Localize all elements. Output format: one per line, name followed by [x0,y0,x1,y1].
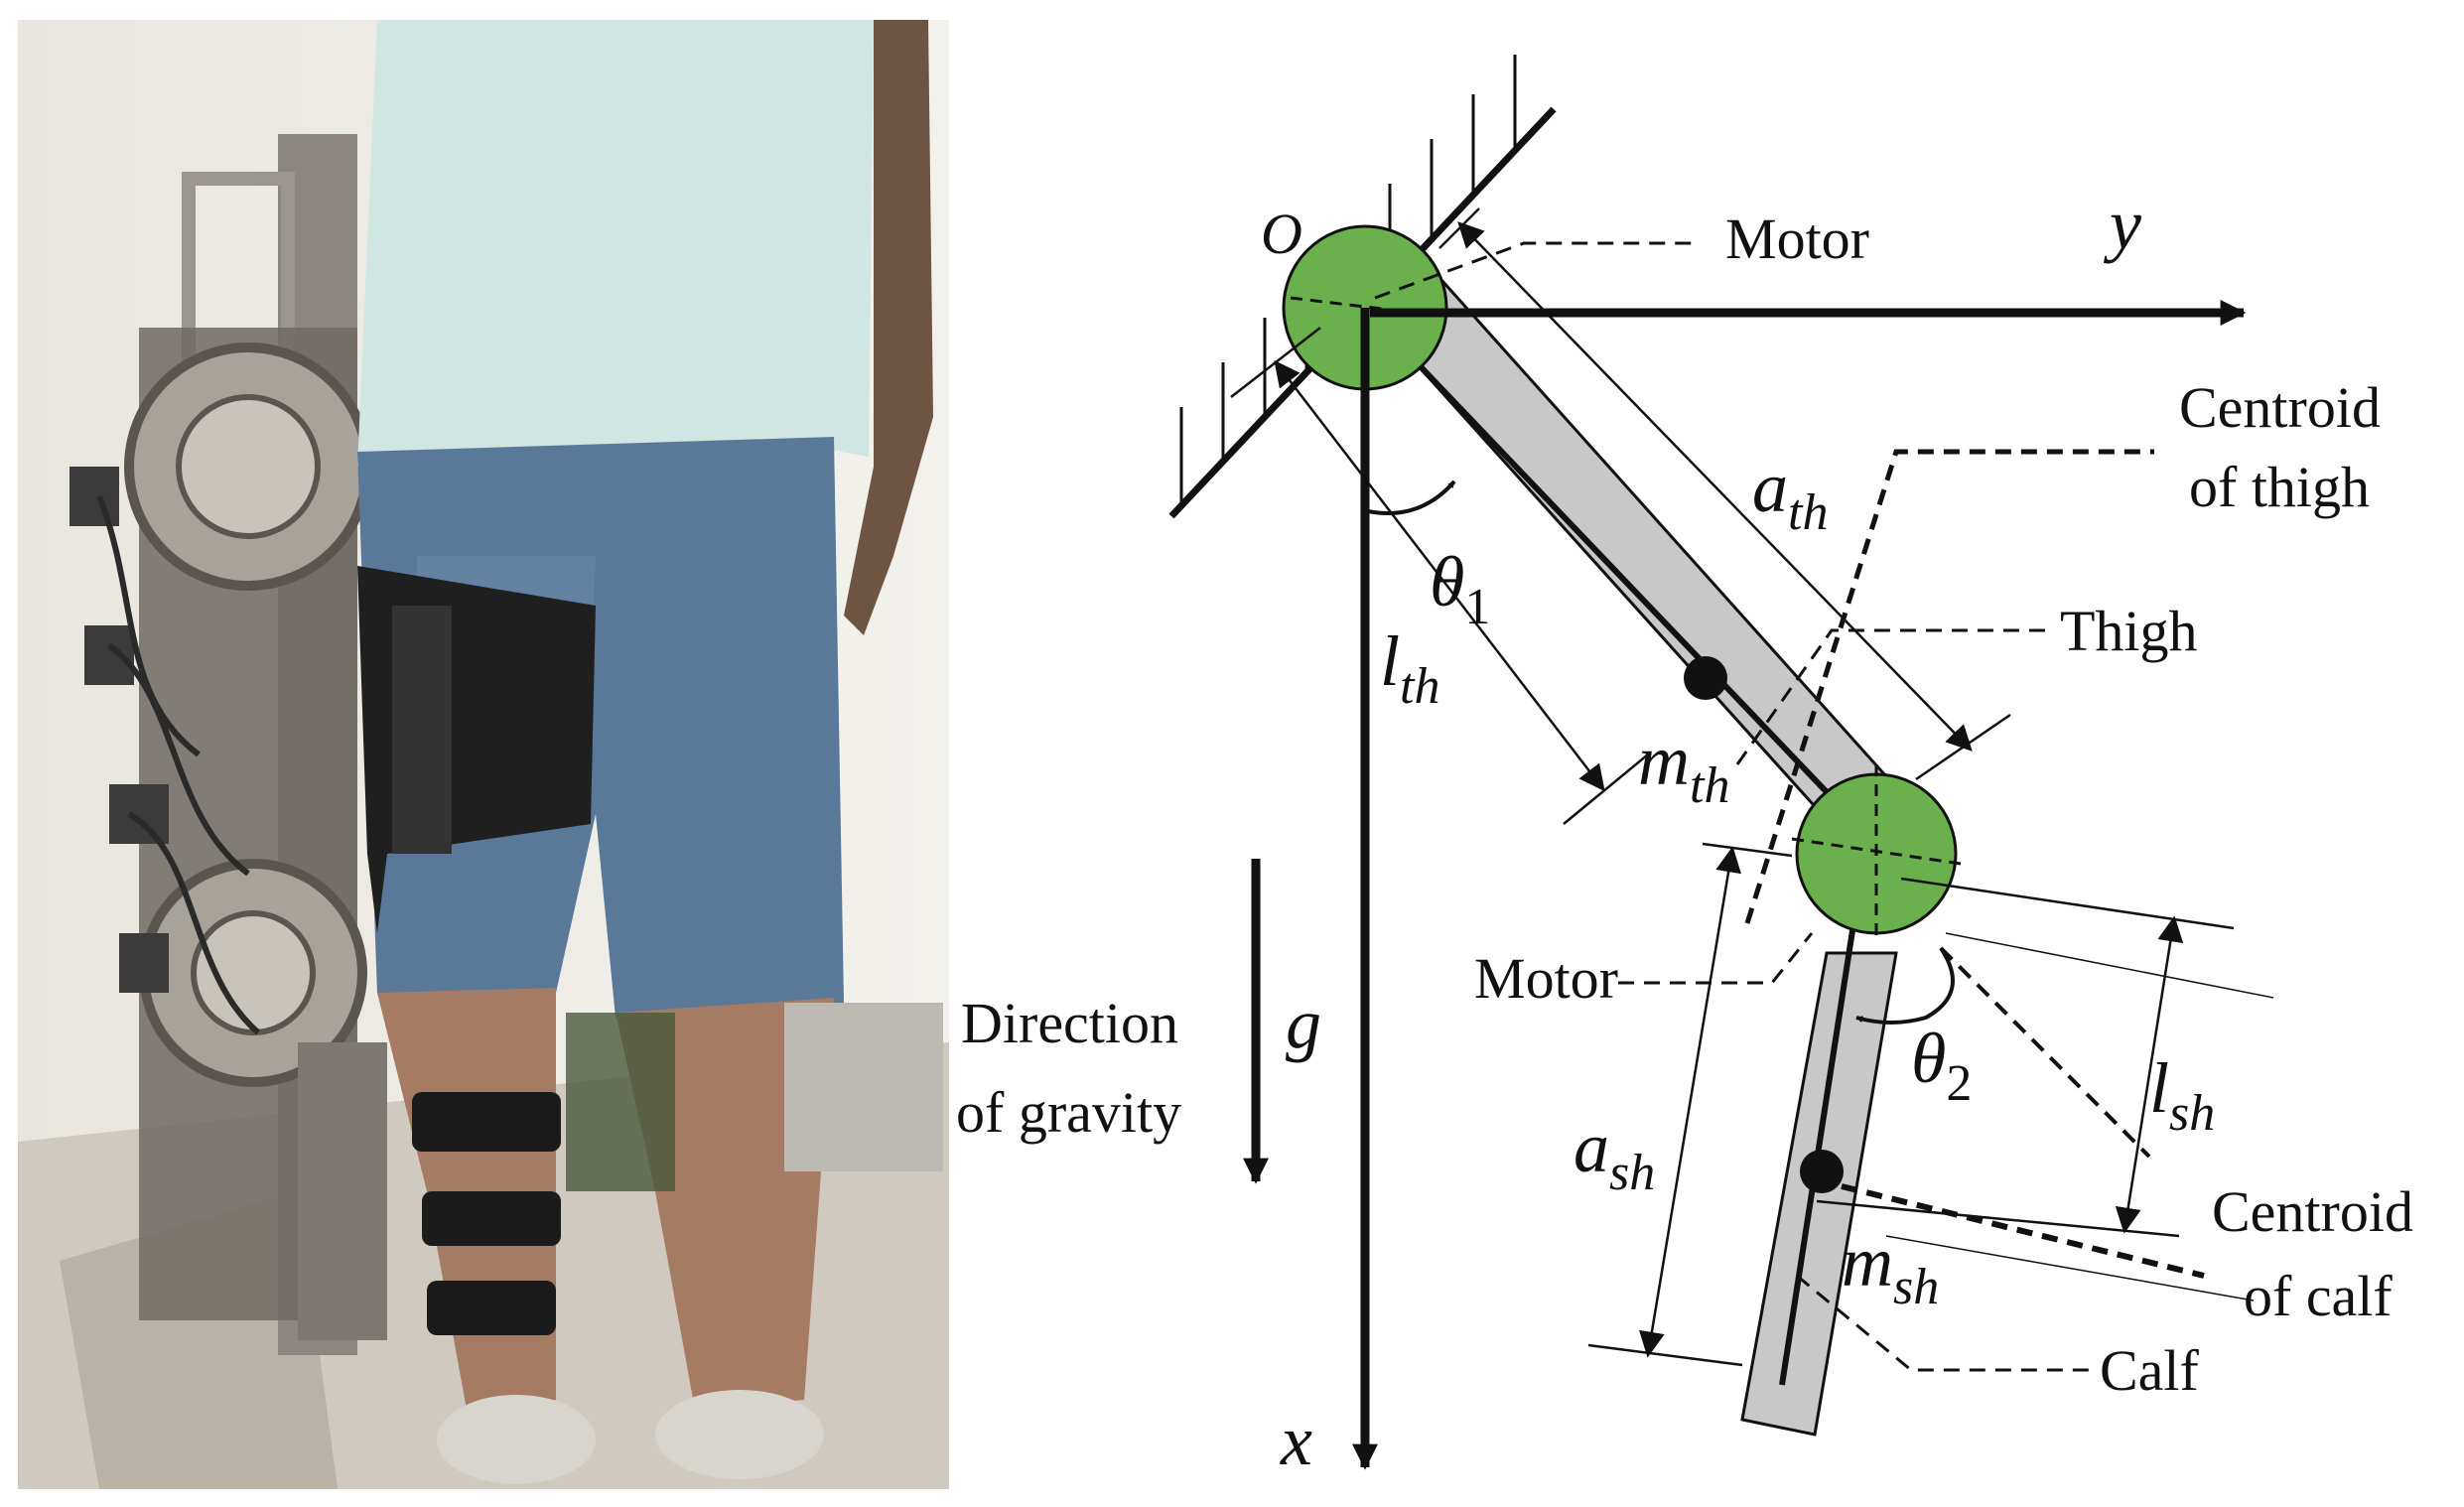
centroid-calf-label-2: of calf [2244,1264,2393,1328]
theta2-symbol: θ2 [1911,1019,1972,1112]
calf-leader [1796,1274,2095,1372]
ath-symbol: ath [1752,448,1828,541]
calf-centroid-dot [1800,1150,1844,1193]
centroid-calf-label-1: Centroid [2212,1179,2413,1244]
motor-top-label: Motor [1725,206,1869,271]
exoskeleton-frame [69,134,387,1355]
motor-bottom-leader [1618,932,1814,985]
y-axis-label: y [2103,185,2141,264]
theta1-arc [1367,480,1456,515]
motor-bottom-label: Motor [1474,946,1618,1011]
theta1-symbol: θ1 [1430,542,1490,635]
direction-label-1: Direction [961,991,1178,1055]
kinematic-diagram: O Motor y x Centroid of thigh Thigh Moto… [956,55,2413,1480]
calf-label: Calf [2100,1338,2200,1403]
ath-dimension [1438,207,2011,781]
origin-label: O [1261,202,1302,266]
lth-symbol: lth [1380,621,1439,715]
x-axis-label: x [1280,1401,1312,1480]
direction-label-2: of gravity [956,1080,1181,1145]
centroid-thigh-label-2: of thigh [2189,455,2370,519]
motor-top-leader [1374,241,1698,300]
ash-dimension [1587,842,1793,1367]
gravity-label: g [1286,984,1321,1063]
centroid-thigh-label-1: Centroid [2179,375,2381,440]
msh-symbol: msh [1842,1222,1939,1315]
lsh-symbol: lsh [2149,1048,2215,1142]
person [357,20,933,1484]
mth-symbol: mth [1638,721,1729,814]
exoskeleton-photo [18,20,949,1489]
calf-link [1740,853,1898,1437]
centroid-calf-leader [1841,1183,2205,1279]
theta2-arc [1855,946,1955,1025]
centroid-thigh-leader [1744,449,2154,924]
ash-symbol: ash [1574,1108,1655,1201]
thigh-label: Thigh [2060,599,2198,663]
lsh-dimension [1816,877,2274,1302]
calf-theta-dash [1939,946,2151,1159]
thigh-leader [1735,628,2045,765]
thigh-centroid-dot [1684,656,1727,700]
